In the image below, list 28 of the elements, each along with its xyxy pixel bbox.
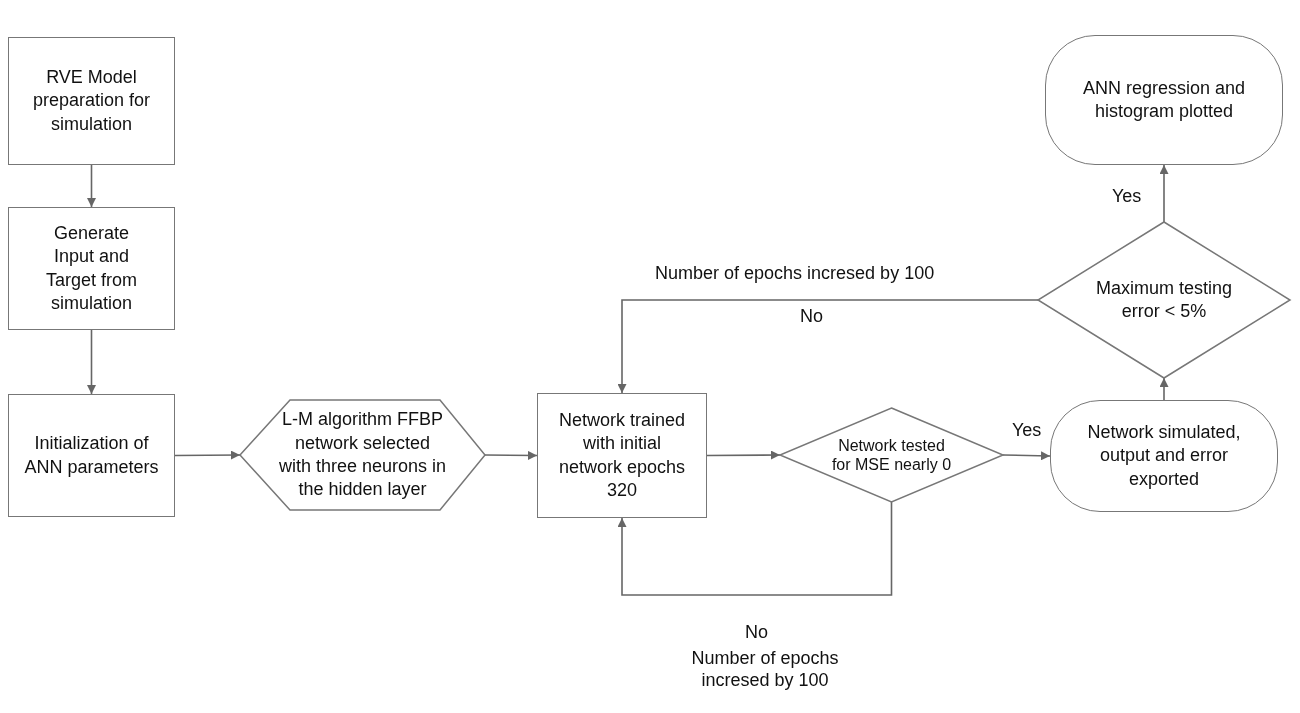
preparation-hexagon <box>240 400 485 510</box>
arrow <box>174 450 241 460</box>
process-box <box>537 393 707 518</box>
arrow <box>484 450 538 460</box>
arrow <box>1159 164 1169 223</box>
terminal-box <box>1045 35 1283 165</box>
process-box <box>8 394 175 517</box>
note-text: Number of epochs incresed by 100 <box>655 263 935 285</box>
node-text: Network tested for MSE nearly 0 <box>831 435 952 475</box>
node-text: Generate Input and Target from simulation <box>45 221 138 315</box>
arrow <box>617 299 1039 394</box>
node-text: Network trained with initial network epochs 320 <box>557 408 687 502</box>
node-text: Network simulated, output and error exported <box>1086 420 1242 491</box>
process-box <box>8 207 175 330</box>
node-text: Initialization of ANN parameters <box>23 432 160 479</box>
decision-diamond <box>780 408 1003 502</box>
decision-diamond <box>1038 222 1290 378</box>
node-text: RVE Model preparation for simulation <box>31 65 152 136</box>
node-text: L-M algorithm FFBP network selected with three neurons in the hidden layer <box>277 408 448 502</box>
arrow <box>706 450 781 460</box>
arrow <box>617 501 893 596</box>
node-text: Maximum testing error < 5% <box>1094 276 1233 323</box>
arrow <box>87 164 96 208</box>
node-text: ANN regression and histogram plotted <box>1081 76 1247 123</box>
arrow <box>87 329 96 395</box>
arrow <box>1159 377 1169 401</box>
arrow <box>1002 451 1051 461</box>
process-box <box>8 37 175 165</box>
